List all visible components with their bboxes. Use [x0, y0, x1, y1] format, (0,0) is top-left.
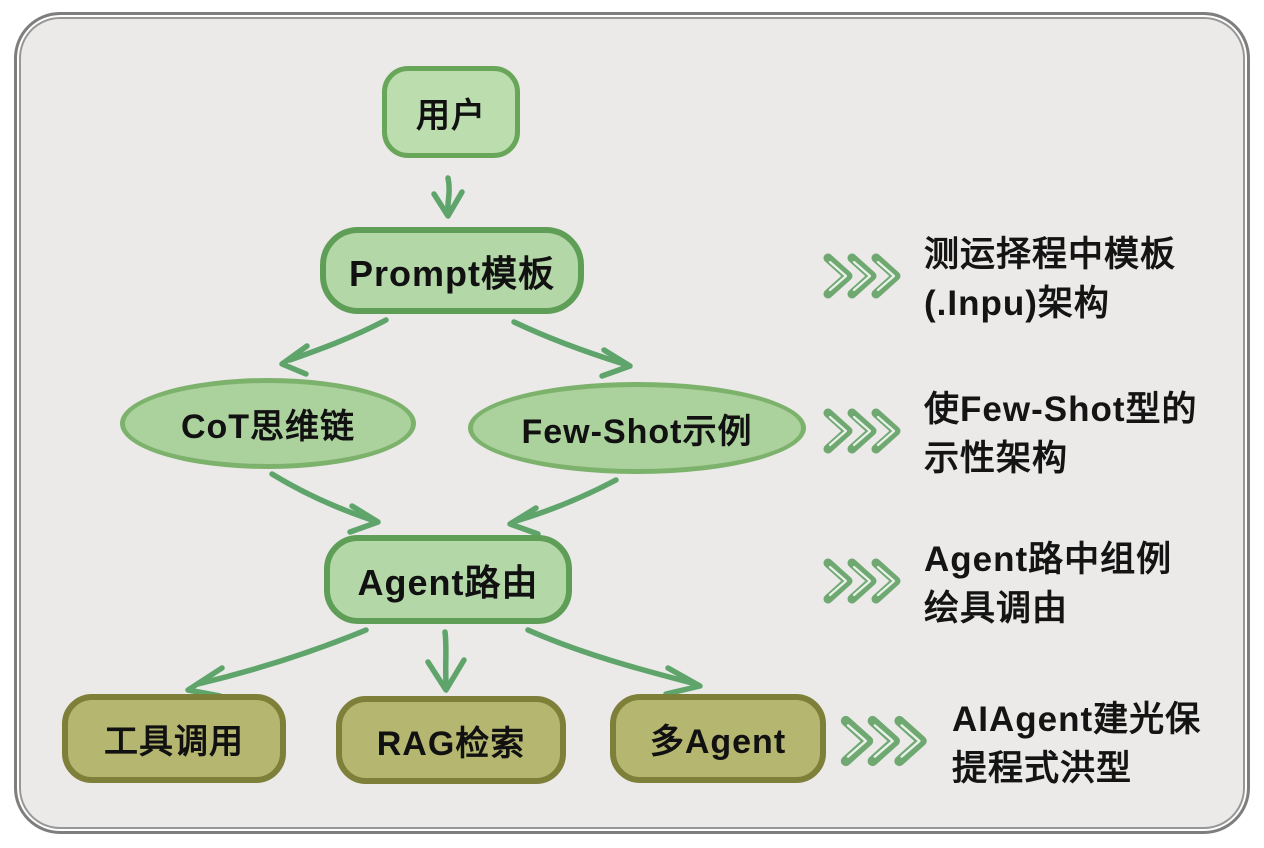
- chevron-right-icon: [823, 253, 901, 299]
- annotation-line: AIAgent建光保: [952, 700, 1202, 739]
- node-agent-router-label: Agent路由: [357, 561, 539, 603]
- chevron-right-icon: [823, 408, 901, 454]
- annotation-line: Agent路中组例: [924, 540, 1173, 579]
- annotation-line: 测运择程中模板: [924, 235, 1177, 274]
- chevron-right-icon: [823, 558, 901, 604]
- annotation-agent-router: Agent路中组例 绘具调由: [822, 535, 1172, 633]
- annotation-line: 示性架构: [924, 439, 1069, 478]
- annotation-text: 使Few-Shot型的 示性架构: [924, 385, 1197, 483]
- node-prompt-template-label: Prompt模板: [348, 252, 555, 294]
- annotation-multi-agent: AIAgent建光保 提程式洪型: [838, 695, 1201, 793]
- node-few-shot: Few-Shot示例: [468, 382, 806, 474]
- annotation-line: 绘具调由: [924, 589, 1069, 628]
- annotation-few-shot: 使Few-Shot型的 示性架构: [822, 385, 1197, 483]
- node-agent-router: Agent路由: [324, 535, 572, 624]
- node-rag-retrieval-label: RAG检索: [376, 724, 526, 763]
- node-tool-call: 工具调用: [62, 694, 286, 783]
- node-user: 用户: [382, 66, 520, 158]
- annotation-prompt-template: 测运择程中模板 (.Inpu)架构: [822, 230, 1176, 328]
- annotation-line: (.Inpu)架构: [924, 284, 1110, 323]
- annotation-text: Agent路中组例 绘具调由: [924, 535, 1172, 633]
- node-prompt-template: Prompt模板: [320, 227, 584, 314]
- node-multi-agent-label: 多Agent: [649, 723, 787, 761]
- node-tool-call-label: 工具调用: [104, 723, 244, 761]
- node-cot-chain-label: CoT思维链: [180, 408, 356, 446]
- annotation-text: AIAgent建光保 提程式洪型: [952, 695, 1201, 793]
- node-rag-retrieval: RAG检索: [336, 696, 566, 784]
- annotation-line: 使Few-Shot型的: [924, 390, 1198, 429]
- chevron-right-icon: [840, 715, 927, 767]
- node-multi-agent: 多Agent: [610, 694, 826, 783]
- annotation-line: 提程式洪型: [952, 749, 1133, 788]
- annotation-text: 测运择程中模板 (.Inpu)架构: [924, 230, 1176, 328]
- node-few-shot-label: Few-Shot示例: [521, 412, 753, 451]
- node-cot-chain: CoT思维链: [120, 378, 416, 469]
- node-user-label: 用户: [416, 96, 486, 135]
